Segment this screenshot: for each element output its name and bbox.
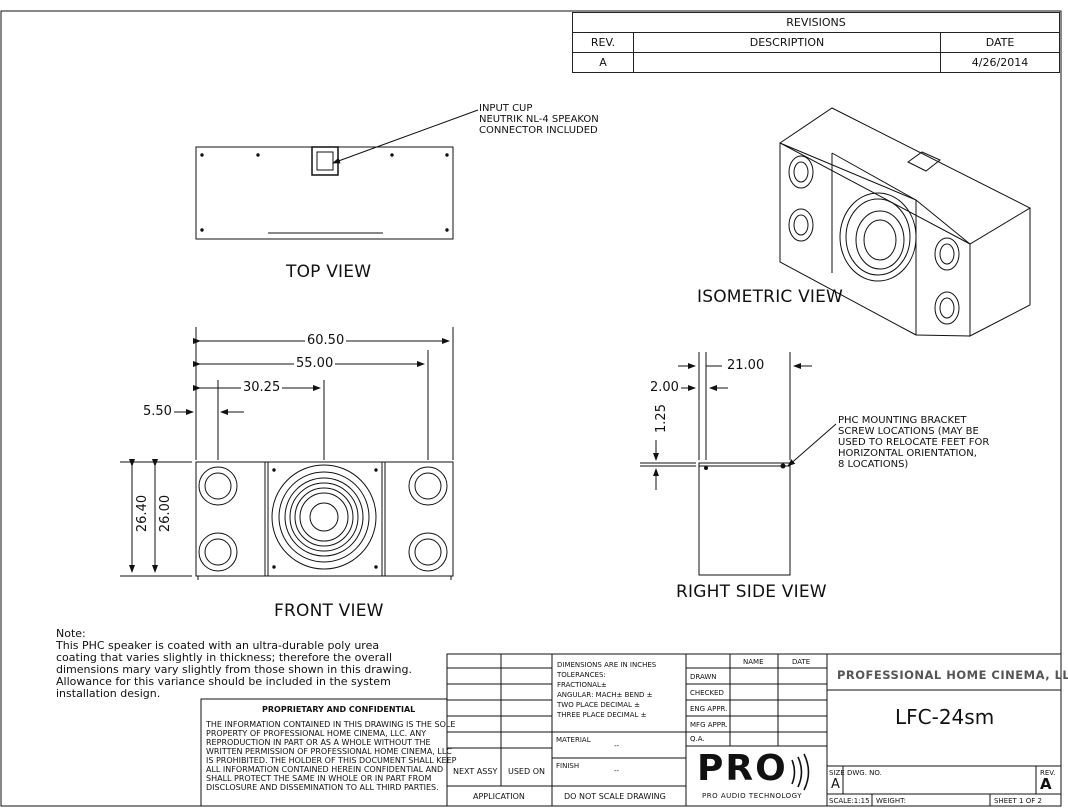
date-header-tb: DATE: [792, 658, 811, 666]
next-assy-label: NEXT ASSY: [453, 767, 498, 776]
pro-logo: PRO: [697, 748, 788, 789]
pro-logo-subtitle: PRO AUDIO TECHNOLOGY: [702, 792, 803, 800]
isometric-view-outline: [779, 107, 1032, 337]
size-value: A: [831, 777, 840, 792]
date-value: 4/26/2014: [940, 52, 1060, 73]
dim-top-offset: 1.25: [653, 402, 669, 435]
size-label: SIZE: [829, 769, 845, 777]
right-side-view-label: RIGHT SIDE VIEW: [676, 582, 827, 602]
weight-label: WEIGHT:: [876, 797, 906, 805]
top-view-label: TOP VIEW: [286, 262, 372, 282]
do-not-scale-label: DO NOT SCALE DRAWING: [564, 792, 666, 801]
dim-height-inner: 26.00: [158, 492, 174, 535]
sheet-label: SHEET 1 OF 2: [994, 797, 1042, 805]
title-block-grid: [200, 653, 1062, 807]
dim-depth: 21.00: [725, 358, 767, 373]
scale-label: SCALE:1:15: [829, 797, 870, 805]
name-header: NAME: [743, 658, 764, 666]
input-cup-callout: INPUT CUP NEUTRIK NL-4 SPEAKON CONNECTOR…: [479, 103, 599, 136]
front-dimension-lines: [120, 327, 454, 577]
finish-label: FINISH: [556, 762, 580, 770]
bracket-leader: [787, 423, 837, 467]
proprietary-title: PROPRIETARY AND CONFIDENTIAL: [262, 705, 416, 714]
right-side-view-outline: [698, 462, 791, 576]
role-qa: Q.A.: [690, 735, 705, 743]
used-on-label: USED ON: [508, 767, 545, 776]
dim-side-offset: 2.00: [648, 380, 681, 395]
dim-inner-width: 55.00: [294, 356, 336, 371]
company-name: PROFESSIONAL HOME CINEMA, LLC: [837, 668, 1068, 682]
rev-value-tb: A: [1040, 775, 1052, 793]
dim-center: 30.25: [241, 380, 283, 395]
coating-note: Note: This PHC speaker is coated with an…: [56, 627, 412, 700]
dim-edge: 5.50: [141, 404, 174, 419]
dim-height-outer: 26.40: [135, 492, 151, 535]
front-view-outline: [195, 461, 454, 580]
input-cup-leader: [332, 109, 479, 164]
logo-waves: [791, 753, 810, 791]
material-label: MATERIAL: [556, 736, 591, 744]
application-label: APPLICATION: [473, 792, 525, 801]
dwg-no-label: DWG. NO.: [847, 769, 882, 777]
front-view-label: FRONT VIEW: [274, 601, 384, 621]
role-eng-appr: ENG APPR.: [690, 705, 728, 713]
rev-value: A: [572, 52, 634, 73]
part-number: LFC-24sm: [895, 705, 995, 729]
top-view-outline: [195, 146, 454, 240]
role-mfg-appr: MFG APPR.: [690, 721, 728, 729]
revisions-table: REVISIONS REV. DESCRIPTION DATE A 4/26/2…: [572, 12, 1060, 73]
bracket-callout: PHC MOUNTING BRACKET SCREW LOCATIONS (MA…: [838, 415, 990, 470]
tolerances-block: DIMENSIONS ARE IN INCHES TOLERANCES: FRA…: [557, 661, 657, 719]
dim-overall-width: 60.50: [305, 333, 347, 348]
proprietary-text: THE INFORMATION CONTAINED IN THIS DRAWIN…: [206, 720, 457, 792]
isometric-view-label: ISOMETRIC VIEW: [697, 287, 844, 307]
rev-label-tb: REV.: [1040, 769, 1056, 777]
finish-value: --: [614, 767, 620, 775]
material-value: --: [614, 742, 620, 750]
role-drawn: DRAWN: [690, 673, 717, 681]
role-checked: CHECKED: [690, 689, 724, 697]
side-dimension-lines: [640, 352, 812, 490]
